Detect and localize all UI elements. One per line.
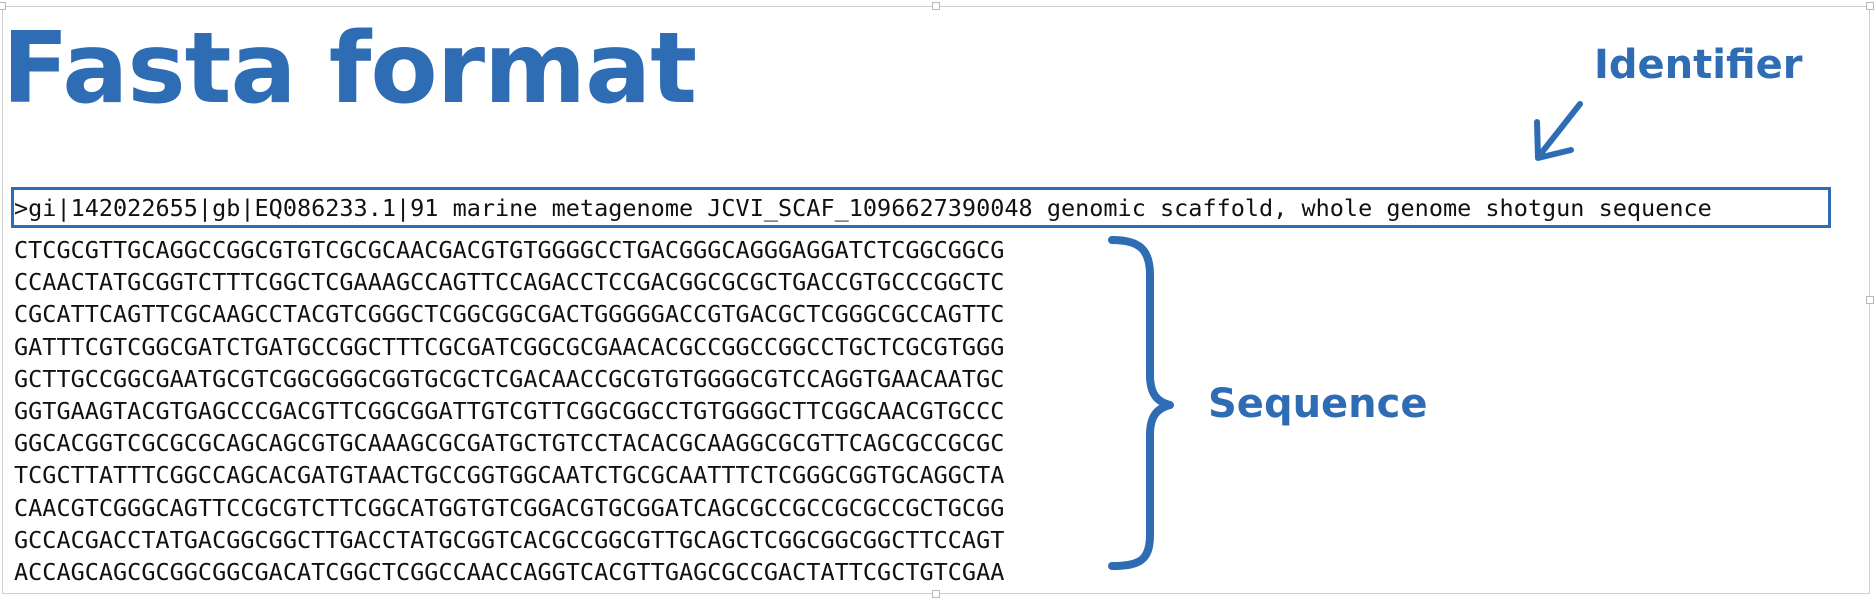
sequence-line: GATTTCGTCGGCGATCTGATGCCGGCTTTCGCGATCGGCG…	[14, 332, 1005, 361]
sequence-line: GCTTGCCGGCGAATGCGTCGGCGGGCGGTGCGCTCGACAA…	[14, 364, 1005, 393]
sequence-line: CCAACTATGCGGTCTTTCGGCTCGAAAGCCAGTTCCAGAC…	[14, 268, 1005, 297]
arrow-icon	[1534, 101, 1583, 161]
sequence-line: ACCAGCAGCGCGGCGGCGACATCGGCTCGGCCAACCAGGT…	[14, 557, 1005, 586]
curly-brace-icon	[1108, 236, 1174, 570]
resize-handle-top-left[interactable]	[0, 2, 6, 10]
fasta-header-line: >gi|142022655|gb|EQ086233.1|91 marine me…	[14, 194, 1712, 222]
sequence-label: Sequence	[1208, 381, 1428, 427]
sequence-line: GGCACGGTCGCGCGCAGCAGCGTGCAAAGCGCGATGCTGT…	[14, 429, 1005, 458]
sequence-line: CAACGTCGGGCAGTTCCGCGTCTTCGGCATGGTGTCGGAC…	[14, 493, 1005, 522]
sequence-block: CTCGCGTTGCAGGCCGGCGTGTCGCGCAACGACGTGTGGG…	[14, 234, 1004, 588]
identifier-highlight-box	[11, 187, 1831, 228]
identifier-label: Identifier	[1594, 42, 1803, 88]
sequence-line: GCCACGACCTATGACGGCGGCTTGACCTATGCGGTCACGC…	[14, 525, 1005, 554]
sequence-line: TCGCTTATTTCGGCCAGCACGATGTAACTGCCGGTGGCAA…	[14, 461, 1005, 490]
page-title: Fasta format	[2, 12, 697, 126]
resize-handle-bottom-center[interactable]	[932, 590, 940, 598]
sequence-line: CTCGCGTTGCAGGCCGGCGTGTCGCGCAACGACGTGTGGG…	[14, 236, 1005, 264]
sequence-line: GGTGAAGTACGTGAGCCCGACGTTCGGCGGATTGTCGTTC…	[14, 396, 1005, 425]
sequence-line: CGCATTCAGTTCGCAAGCCTACGTCGGGCTCGGCGGCGAC…	[14, 300, 1005, 329]
resize-handle-top-center[interactable]	[932, 2, 940, 10]
